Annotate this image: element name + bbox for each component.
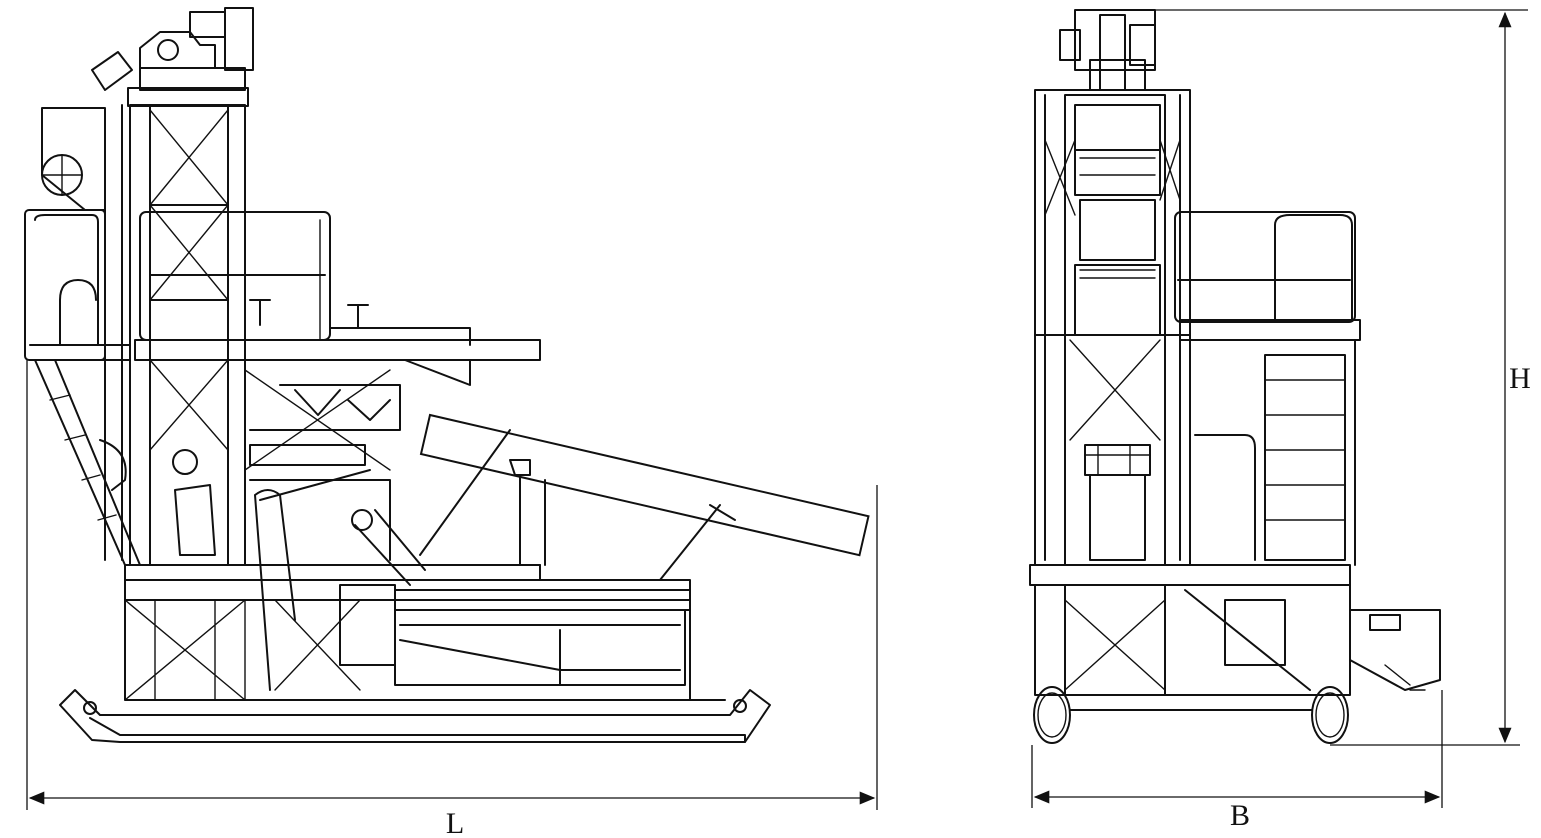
side-view [24, 7, 870, 743]
height-label: H [1509, 362, 1531, 395]
width-label: B [1230, 799, 1250, 832]
length-label: L [446, 807, 464, 838]
dimension-lines [26, 9, 1528, 810]
front-view [1029, 9, 1441, 744]
